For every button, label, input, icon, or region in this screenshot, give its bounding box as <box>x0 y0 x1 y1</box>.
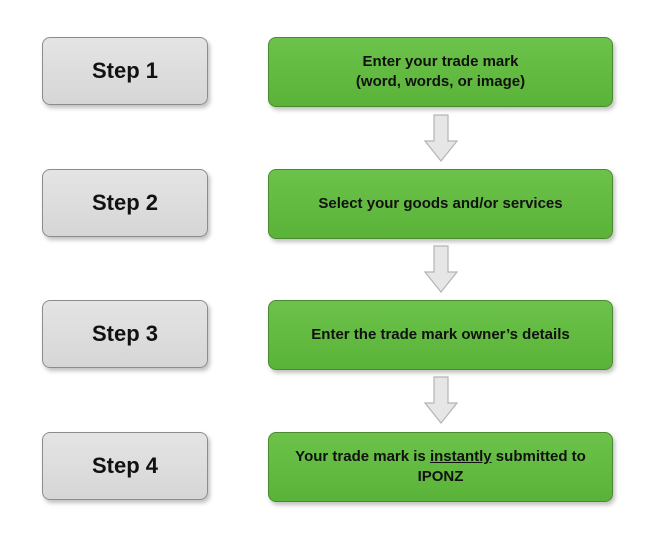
step-3-label: Step 3 <box>91 321 159 346</box>
step-4-action-line-1: Your trade mark is instantly submitted t… <box>295 447 586 467</box>
down-arrow-icon <box>424 245 458 293</box>
step-4-action-line-2: IPONZ <box>417 468 464 485</box>
step-4-action-box: Your trade mark is instantly submitted t… <box>268 432 613 502</box>
step-2-box: Step 2 <box>42 169 208 237</box>
step-4-text-pre: Your trade mark is <box>295 448 430 465</box>
step-3-action-box: Enter the trade mark owner’s details <box>268 300 613 370</box>
step-4-box: Step 4 <box>42 432 208 500</box>
step-2-action-box: Select your goods and/or services <box>268 169 613 239</box>
down-arrow-icon <box>424 376 458 424</box>
step-4-text-emphasis: instantly <box>429 448 492 465</box>
step-2-action-line-1: Select your goods and/or services <box>318 195 563 212</box>
step-3-box: Step 3 <box>42 300 208 368</box>
step-3-action-line-1: Enter the trade mark owner’s details <box>311 326 570 343</box>
step-4-label: Step 4 <box>91 453 159 478</box>
step-4-text-post: submitted to <box>491 448 586 465</box>
step-1-label: Step 1 <box>91 58 159 83</box>
step-2-label: Step 2 <box>91 190 159 215</box>
step-1-action-box: Enter your trade mark (word, words, or i… <box>268 37 613 107</box>
step-1-box: Step 1 <box>42 37 208 105</box>
step-1-action-line-2: (word, words, or image) <box>355 73 526 90</box>
down-arrow-icon <box>424 114 458 162</box>
step-1-action-line-1: Enter your trade mark <box>362 53 519 70</box>
